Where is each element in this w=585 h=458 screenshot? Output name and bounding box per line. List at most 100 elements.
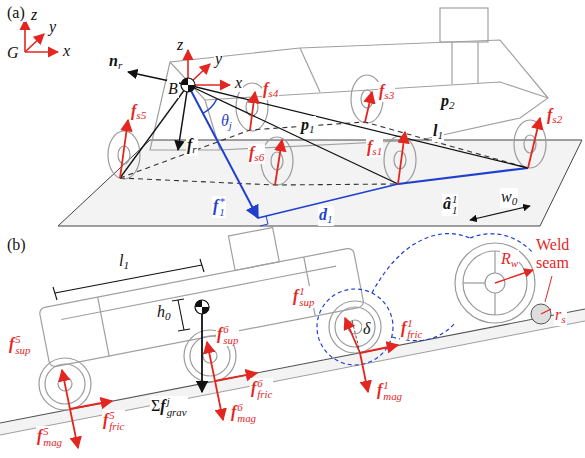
label-part: 1	[437, 129, 443, 141]
contact-normal	[352, 320, 360, 353]
position-vector	[188, 85, 528, 168]
frame-label: G	[6, 44, 20, 62]
label-part: f	[231, 403, 236, 420]
label-part: f	[213, 197, 218, 214]
label-part: f	[103, 411, 108, 428]
wheel-force	[62, 270, 533, 448]
angle-label: δ	[362, 320, 371, 338]
label-part: f	[251, 379, 256, 396]
label-part: f	[249, 144, 254, 161]
axis-label: y	[48, 18, 57, 36]
inclined-surface	[0, 309, 585, 435]
net-force-vector	[260, 216, 268, 226]
label-part: 1	[299, 286, 314, 297]
force-label: f1fric	[400, 318, 423, 340]
label-part: mag	[43, 437, 62, 448]
wheel-force	[345, 318, 360, 353]
label-part: s1	[372, 145, 382, 157]
dimension-line	[53, 259, 204, 331]
label-part: R	[501, 250, 511, 267]
robot-wheel	[455, 243, 535, 323]
label-part: 1	[452, 205, 457, 216]
force-label: fs5	[130, 102, 147, 122]
script-stack: 1sup	[299, 286, 314, 308]
label-part: f	[401, 319, 406, 336]
force-label: f1mag	[376, 380, 403, 402]
force-label: fs3	[378, 82, 395, 102]
center-of-mass	[202, 307, 209, 314]
script-stack: 6fric	[257, 378, 272, 400]
weld-seam	[531, 276, 552, 324]
force-label: f5sup	[8, 334, 31, 356]
label-part: f	[217, 325, 222, 342]
label-part: sup	[299, 297, 314, 308]
position-vector	[120, 85, 188, 178]
label-part: f	[131, 102, 136, 119]
label-part: (a)	[7, 4, 25, 21]
distance-label: d1	[318, 206, 334, 226]
zoom-outline	[317, 289, 393, 365]
label-part: y	[49, 18, 56, 35]
net-force-vector	[203, 99, 217, 114]
panel-label: (b)	[6, 236, 27, 254]
force-label: f1sup	[292, 286, 315, 308]
force-label: Σfjgrav	[150, 396, 188, 418]
label-part: 0	[512, 195, 518, 207]
wheel-force	[360, 345, 398, 353]
angle-label: θj	[220, 112, 233, 132]
weld-seam	[541, 309, 551, 314]
dimension-label: h0	[156, 303, 172, 323]
panel-label: (a)	[6, 4, 26, 22]
label-part: s	[561, 313, 565, 325]
label-part: f	[377, 381, 382, 398]
script-stack: 5sup	[15, 334, 30, 356]
label-part: δ	[363, 320, 370, 337]
zoom-outline	[372, 234, 470, 293]
robot-body	[440, 8, 488, 42]
label-part: (b)	[7, 236, 26, 253]
center-of-mass	[181, 78, 195, 92]
label-part: p	[441, 92, 449, 109]
label-part: f	[160, 397, 165, 414]
label-part: f	[293, 287, 298, 304]
label-part: l	[433, 122, 437, 139]
wheel-force	[70, 401, 112, 409]
label-part: s3	[384, 89, 394, 101]
inclined-surface	[0, 321, 585, 435]
force-label: f6mag	[230, 402, 257, 424]
wheel-force	[70, 409, 78, 448]
robot-body	[98, 297, 109, 356]
wheel-force	[495, 270, 533, 283]
label-part: s2	[552, 113, 562, 125]
center-of-mass	[181, 78, 195, 92]
label-part: 6	[223, 324, 238, 335]
force-label: f*1	[212, 196, 226, 218]
label-part: f	[379, 82, 384, 99]
robot-wheel	[261, 137, 293, 185]
label-part: s4	[268, 87, 278, 99]
robot-wheel	[494, 251, 495, 273]
axis-label: z	[30, 6, 38, 24]
label-part: Σ	[151, 397, 160, 414]
dimension-label: Rw	[500, 250, 519, 270]
label-part: j	[167, 396, 187, 407]
label-part: *	[219, 196, 224, 207]
label-part: Weld seam	[536, 236, 569, 271]
gravity-force	[202, 307, 203, 392]
weld-seam	[531, 304, 551, 324]
label-part: r	[118, 59, 122, 71]
dimension-line	[172, 299, 184, 301]
vector-label: p2	[440, 92, 456, 112]
robot-wheel	[384, 136, 416, 184]
center-of-mass	[181, 78, 188, 85]
wheel-force	[360, 353, 368, 392]
vector-label: l1	[432, 122, 444, 142]
axis-label: x	[62, 42, 71, 60]
label-part: s6	[254, 151, 264, 163]
label-part: h	[157, 303, 165, 320]
label-part: f	[263, 80, 268, 97]
dimension-label: l1	[118, 252, 130, 272]
vector-label: fr	[186, 136, 198, 156]
dimension-line	[178, 300, 184, 330]
label-part: grav	[167, 407, 187, 418]
